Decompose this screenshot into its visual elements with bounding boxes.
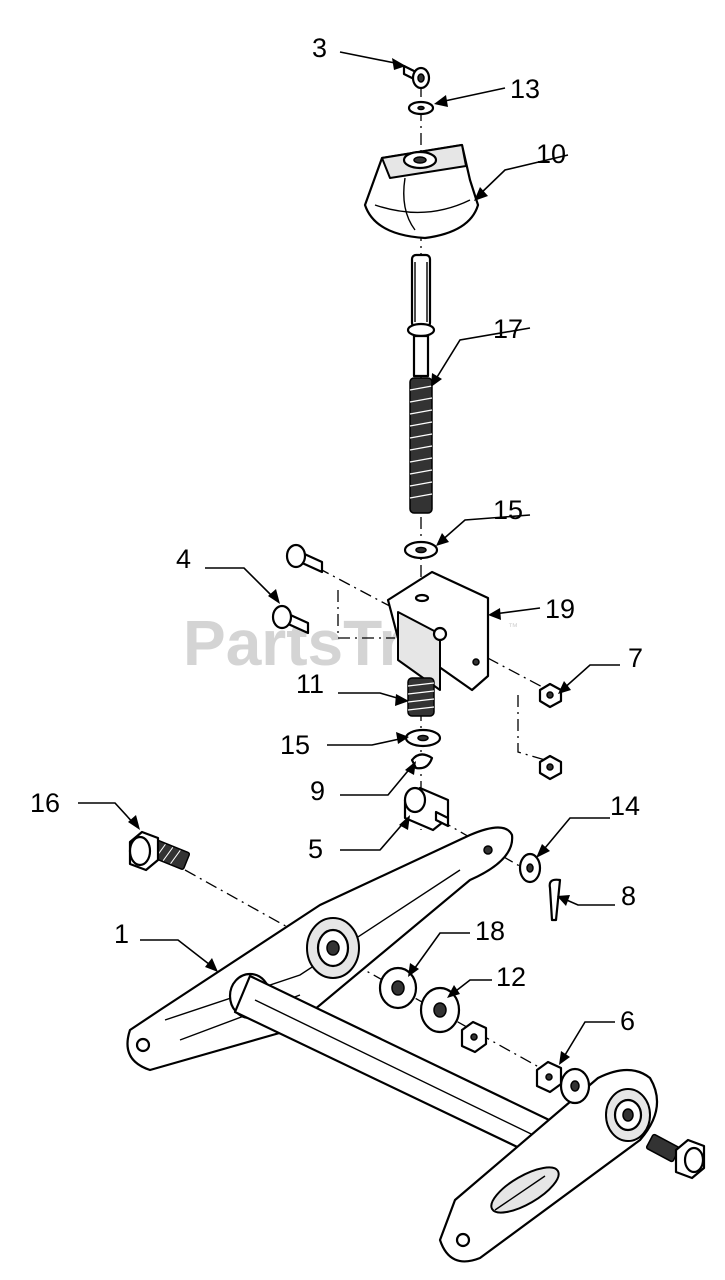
leader-lines (78, 51, 620, 1065)
part-15-washer-upper (403, 540, 439, 560)
watermark-trademark: ™ (508, 622, 518, 633)
callout-18: 18 (475, 916, 505, 946)
part-8-cotter-pin (548, 878, 562, 922)
callout-12: 12 (496, 962, 526, 992)
callout-7: 7 (628, 643, 643, 673)
callout-3: 3 (312, 33, 327, 63)
callout-16: 16 (30, 788, 60, 818)
callout-6: 6 (620, 1006, 635, 1036)
part-19-bracket (386, 570, 490, 692)
callout-11: 11 (296, 669, 324, 699)
part-1-lift-arm-assembly (126, 826, 659, 1263)
part-14-washer (518, 852, 542, 884)
part-11-spring (407, 677, 435, 717)
part-hex-nut (460, 1020, 488, 1054)
callout-13: 13 (510, 74, 540, 104)
part-right-bolt (645, 1133, 706, 1180)
callout-15-lower: 15 (280, 730, 310, 760)
part-10-knob (363, 143, 480, 240)
callout-1: 1 (114, 919, 129, 949)
part-15-washer-lower (404, 728, 442, 748)
part-6-nut (535, 1060, 591, 1105)
callout-15-upper: 15 (493, 495, 523, 525)
part-13-washer (407, 100, 435, 116)
callout-10: 10 (536, 139, 566, 169)
callout-9: 9 (310, 776, 325, 806)
callout-5: 5 (308, 834, 323, 864)
callout-14: 14 (610, 791, 640, 821)
callout-19: 19 (545, 594, 575, 624)
part-9-clip (410, 753, 434, 770)
part-18-spacer (378, 966, 418, 1010)
part-16-bolt (128, 830, 191, 872)
callout-labels: 3 13 10 17 15 4 19 7 11 15 9 16 14 5 8 1… (30, 33, 643, 1036)
part-12-washer (419, 986, 461, 1034)
part-3-screw (402, 64, 431, 90)
part-5-pivot-block (403, 786, 450, 832)
part-7-nuts (538, 682, 563, 781)
callout-17: 17 (493, 314, 523, 344)
part-4-bolts (271, 543, 324, 635)
part-17-threaded-shaft (406, 253, 436, 514)
callout-4: 4 (176, 544, 191, 574)
callout-8: 8 (621, 881, 636, 911)
